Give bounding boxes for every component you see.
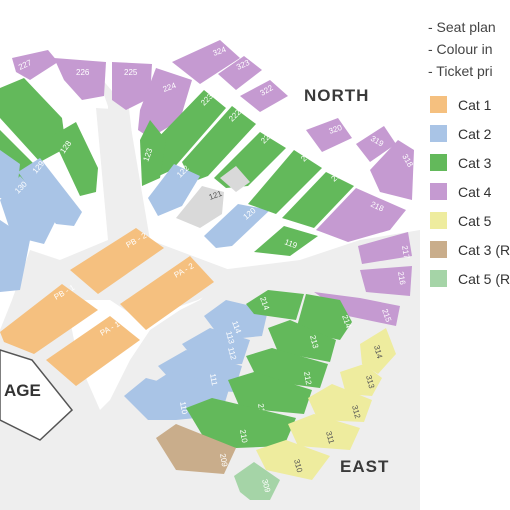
legend-cat-4[interactable]: Cat 4 xyxy=(430,181,510,203)
section-pa1[interactable]: PA - 1 xyxy=(46,316,140,386)
section-209-label: 209 xyxy=(218,453,229,468)
note-ticket-price: - Ticket pri xyxy=(428,63,493,79)
section-121-label: 121 xyxy=(208,189,224,202)
legend-swatch-cat-3 xyxy=(430,154,447,171)
note-colour: - Colour in xyxy=(428,41,493,57)
section-128[interactable]: 128 xyxy=(52,122,98,196)
section-114-label: 114 xyxy=(230,320,243,336)
section-pa2[interactable]: PA - 2 xyxy=(120,256,214,330)
section-pb2[interactable]: PB - 2 xyxy=(70,228,164,294)
legend-cat-5[interactable]: Cat 5 xyxy=(430,210,510,232)
section-212-label: 212 xyxy=(302,371,313,386)
section-322[interactable]: 322 xyxy=(240,80,288,112)
section-214b[interactable]: 214 xyxy=(296,294,353,340)
section-225[interactable]: 225 xyxy=(112,62,152,110)
section-113-label: 113 xyxy=(224,330,236,345)
section-318[interactable]: 318 xyxy=(370,140,415,200)
legend-label-cat-4: Cat 4 xyxy=(458,184,492,200)
north-label: NORTH xyxy=(304,86,369,105)
section-217-label: 217 xyxy=(400,245,411,260)
section-121[interactable]: 121 xyxy=(176,186,224,228)
section-311[interactable]: 311 xyxy=(288,414,360,450)
section-216[interactable]: 216 xyxy=(360,266,412,296)
section-west-blue-2[interactable] xyxy=(0,220,30,292)
section-111-label: 111 xyxy=(208,373,219,387)
legend-label-cat-2: Cat 2 xyxy=(458,126,492,142)
section-309-label: 309 xyxy=(260,478,272,494)
section-215-label: 215 xyxy=(380,308,393,324)
section-119-label: 119 xyxy=(283,237,299,250)
legend-label-cat-3-r: Cat 3 (R xyxy=(458,242,510,258)
east-label: EAST xyxy=(340,457,389,476)
section-311-label: 311 xyxy=(324,430,336,445)
section-216-label: 216 xyxy=(396,271,407,286)
stage: AGE xyxy=(0,349,74,441)
section-312[interactable]: 312 xyxy=(308,384,372,422)
section-123[interactable]: 123 xyxy=(140,120,166,186)
section-224-label: 224 xyxy=(162,81,178,94)
section-222[interactable]: 222 xyxy=(182,106,256,182)
legend-swatch-cat-4 xyxy=(430,183,447,200)
section-314[interactable]: 314 xyxy=(360,328,396,374)
section-310[interactable]: 310 xyxy=(256,440,330,480)
section-110-label: 110 xyxy=(178,401,189,416)
section-310-label: 310 xyxy=(292,458,304,474)
section-324-label: 324 xyxy=(212,45,228,58)
legend-cat-3[interactable]: Cat 3 xyxy=(430,152,510,174)
section-313[interactable]: 313 xyxy=(340,364,382,396)
section-314-label: 314 xyxy=(372,344,384,360)
section-122[interactable]: 122 xyxy=(148,163,200,216)
section-west-green-top[interactable] xyxy=(0,78,66,162)
section-110[interactable]: 110 xyxy=(124,378,200,420)
section-225-label: 225 xyxy=(124,68,138,77)
section-309[interactable]: 309 xyxy=(234,462,280,500)
section-213[interactable]: 213 xyxy=(268,320,336,362)
section-226[interactable]: 226 xyxy=(54,58,106,100)
section-313-label: 313 xyxy=(364,374,376,390)
section-210-label: 210 xyxy=(238,429,249,444)
section-121-upper[interactable] xyxy=(220,166,250,192)
section-120[interactable]: 120 xyxy=(204,204,270,248)
section-209[interactable]: 209 xyxy=(156,424,236,474)
legend-label-cat-5: Cat 5 xyxy=(458,213,492,229)
legend-label-cat-5-r: Cat 5 (R xyxy=(458,271,510,287)
section-320-label: 320 xyxy=(328,123,344,136)
section-130[interactable]: 130 xyxy=(0,176,58,244)
section-214b-label: 214 xyxy=(340,314,353,330)
section-320[interactable]: 320 xyxy=(306,118,352,152)
section-226-label: 226 xyxy=(76,68,90,77)
section-217[interactable]: 217 xyxy=(358,232,412,264)
section-129[interactable]: 129 xyxy=(18,158,82,226)
section-323[interactable]: 323 xyxy=(218,56,262,90)
legend-cat-2[interactable]: Cat 2 xyxy=(430,123,510,145)
legend-swatch-cat-5 xyxy=(430,212,447,229)
section-319[interactable]: 319 xyxy=(356,126,396,162)
section-pb1[interactable]: PB - 1 xyxy=(0,283,98,354)
section-210[interactable]: 210 xyxy=(186,398,296,448)
notes: - Seat plan - Colour in - Ticket pri xyxy=(428,16,510,82)
legend-label-cat-3: Cat 3 xyxy=(458,155,492,171)
section-312-label: 312 xyxy=(350,404,362,420)
legend-swatch-cat-3-r xyxy=(430,241,447,258)
section-119[interactable]: 119 xyxy=(254,226,318,256)
section-324[interactable]: 324 xyxy=(172,40,240,84)
section-214[interactable]: 214 xyxy=(246,290,304,320)
legend-cat-5-r[interactable]: Cat 5 (R xyxy=(430,268,510,290)
section-218[interactable]: 218 xyxy=(316,188,406,242)
legend-label-cat-1: Cat 1 xyxy=(458,97,492,113)
legend-cat-1[interactable]: Cat 1 xyxy=(430,94,510,116)
legend-swatch-cat-1 xyxy=(430,96,447,113)
legend-swatch-cat-2 xyxy=(430,125,447,142)
stage-label: AGE xyxy=(4,381,41,400)
section-123-label: 123 xyxy=(141,147,154,163)
section-214-label: 214 xyxy=(258,296,271,312)
section-223[interactable]: 223 xyxy=(148,90,226,180)
legend-cat-3-r[interactable]: Cat 3 (R xyxy=(430,239,510,261)
section-112-label: 112 xyxy=(226,346,238,361)
legend-swatch-cat-5-r xyxy=(430,270,447,287)
note-seat-plan: - Seat plan xyxy=(428,19,496,35)
section-213-label: 213 xyxy=(308,334,320,350)
section-227[interactable]: 227 xyxy=(12,50,58,80)
